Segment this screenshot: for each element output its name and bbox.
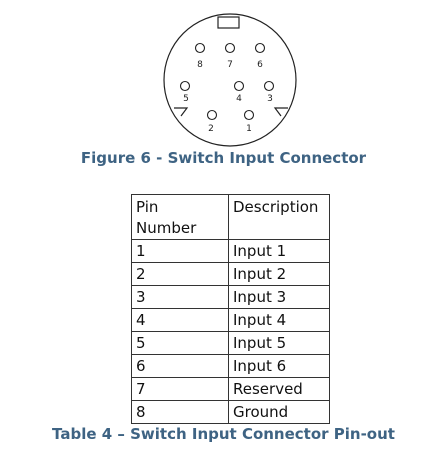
description-cell: Ground [228, 400, 330, 424]
table-row: 6 Input 6 [131, 354, 330, 378]
pin-header-line2: Number [136, 219, 197, 237]
pin-cell: 4 [131, 308, 229, 332]
pinout-table: Pin Number Description 1 Input 1 2 Input… [131, 194, 330, 424]
description-cell: Input 6 [228, 354, 330, 378]
pin-cell: 3 [131, 285, 229, 309]
description-header: Description [228, 194, 330, 240]
description-cell: Input 4 [228, 308, 330, 332]
pin-6-label: 6 [257, 60, 263, 70]
pin-6: 6 [254, 42, 266, 70]
pin-cell: 1 [131, 239, 229, 263]
pin-4: 4 [233, 80, 245, 104]
table-row: 5 Input 5 [131, 331, 330, 355]
pin-4-hole [233, 80, 245, 92]
figure-caption: Figure 6 - Switch Input Connector [80, 149, 367, 167]
pin-header-line1: Pin [136, 198, 159, 216]
pin-5-hole [179, 80, 191, 92]
pin-5: 5 [179, 80, 191, 104]
pin-cell: 8 [131, 400, 229, 424]
pin-1: 1 [243, 109, 255, 134]
pin-cell: 5 [131, 331, 229, 355]
description-cell: Reserved [228, 377, 330, 401]
table-row: 2 Input 2 [131, 262, 330, 286]
pin-8-label: 8 [197, 60, 203, 70]
pin-3-label: 3 [267, 94, 273, 104]
pin-8: 8 [194, 42, 206, 70]
pin-2: 2 [206, 109, 218, 134]
description-cell: Input 5 [228, 331, 330, 355]
pin-cell: 2 [131, 262, 229, 286]
pin-7-label: 7 [227, 60, 233, 70]
pin-cell: 6 [131, 354, 229, 378]
table-caption: Table 4 – Switch Input Connector Pin-out [52, 425, 395, 443]
pin-3: 3 [263, 80, 275, 104]
pin-1-hole [243, 109, 255, 121]
pin-7-hole [224, 42, 236, 54]
description-cell: Input 3 [228, 285, 330, 309]
connector-outline [163, 13, 297, 147]
table-row: 3 Input 3 [131, 285, 330, 309]
pin-6-hole [254, 42, 266, 54]
pin-number-header: Pin Number [131, 194, 229, 240]
table-row: 7 Reserved [131, 377, 330, 401]
pin-cell: 7 [131, 377, 229, 401]
connector-left-tab [174, 107, 189, 117]
table-row: 1 Input 1 [131, 239, 330, 263]
connector-right-tab [273, 107, 288, 117]
pin-4-label: 4 [236, 94, 242, 104]
pin-5-label: 5 [183, 94, 189, 104]
pin-2-label: 2 [208, 124, 214, 134]
pin-3-hole [263, 80, 275, 92]
table-row: 4 Input 4 [131, 308, 330, 332]
table-header-row: Pin Number Description [131, 194, 330, 240]
pin-7: 7 [224, 42, 236, 70]
description-cell: Input 1 [228, 239, 330, 263]
connector-key-notch [217, 16, 240, 29]
pin-8-hole [194, 42, 206, 54]
pin-1-label: 1 [246, 124, 252, 134]
pin-2-hole [206, 109, 218, 121]
description-cell: Input 2 [228, 262, 330, 286]
connector-diagram: 8 7 6 5 4 3 2 1 [163, 13, 297, 147]
table-row: 8 Ground [131, 400, 330, 424]
